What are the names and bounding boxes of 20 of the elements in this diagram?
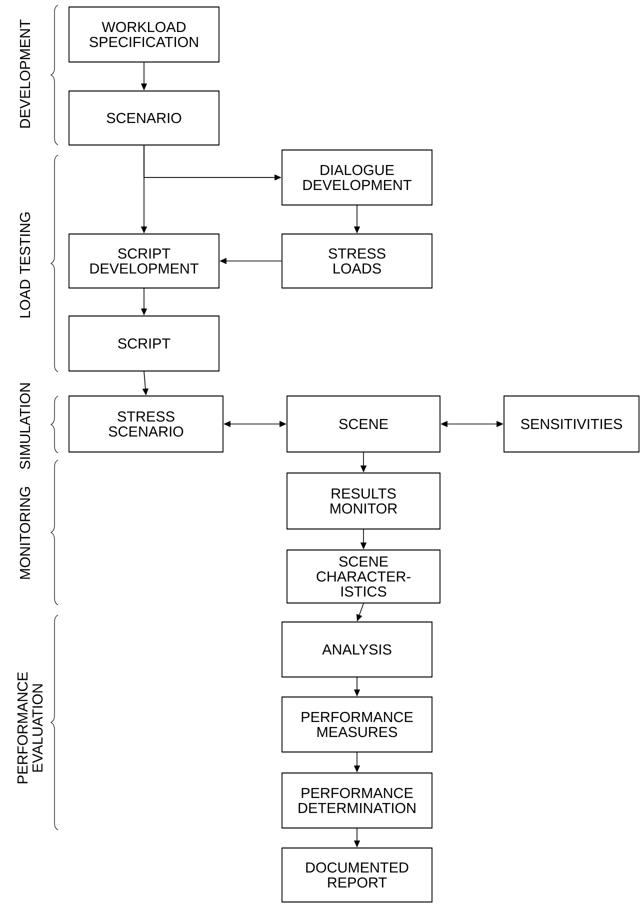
process-box: STRESS LOADS — [282, 234, 432, 288]
process-box: ANALYSIS — [282, 622, 432, 678]
process-box: RESULTS MONITOR — [286, 472, 440, 530]
process-box: SCENARIO — [68, 90, 220, 146]
process-box: SCENE — [286, 396, 440, 452]
process-box: DOCUMENTED REPORT — [282, 848, 432, 902]
process-box: PERFORMANCE MEASURES — [282, 696, 432, 752]
process-box: SCRIPT — [68, 316, 220, 372]
process-box: SCRIPT DEVELOPMENT — [68, 234, 220, 288]
process-box: PERFORMANCE DETERMINATION — [282, 772, 432, 828]
section-label: LOAD TESTING — [20, 212, 30, 318]
process-box: SENSITIVITIES — [504, 396, 640, 452]
process-box: DIALOGUE DEVELOPMENT — [282, 150, 432, 206]
section-label: SIMULATION — [20, 383, 30, 470]
process-box: SCENE CHARACTER- ISTICS — [286, 550, 440, 604]
process-box: WORKLOAD SPECIFICATION — [68, 6, 220, 62]
section-label: DEVELOPMENT — [20, 20, 30, 128]
process-box: STRESS SCENARIO — [68, 396, 224, 452]
section-label: PERFORMANCE EVALUATION — [17, 672, 43, 784]
section-label: MONITORING — [20, 487, 30, 579]
